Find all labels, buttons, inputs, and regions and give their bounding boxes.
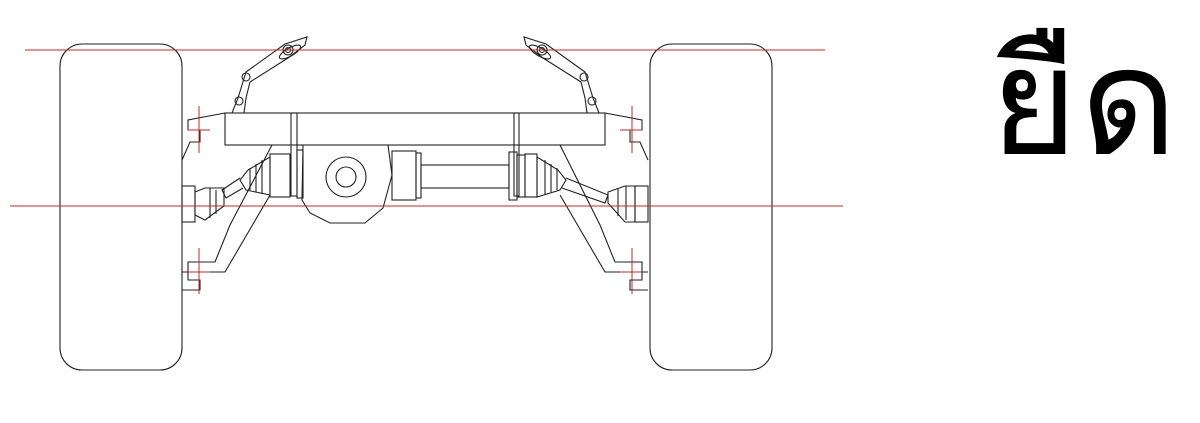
drive-shaft-icon — [391, 150, 526, 201]
differential-icon — [296, 144, 393, 224]
left-wheel-icon — [59, 43, 183, 371]
left-cv-boot-icon — [181, 153, 291, 223]
pivot-crosshairs — [188, 106, 642, 294]
left-lower-arm — [187, 144, 273, 273]
right-lower-arm — [559, 144, 643, 273]
left-suspension-link-icon — [231, 36, 308, 114]
right-suspension-link-icon — [523, 36, 600, 114]
extend-label: ยืด — [990, 16, 1180, 190]
right-cv-boot-icon — [524, 153, 649, 223]
right-wheel-icon — [649, 43, 773, 371]
